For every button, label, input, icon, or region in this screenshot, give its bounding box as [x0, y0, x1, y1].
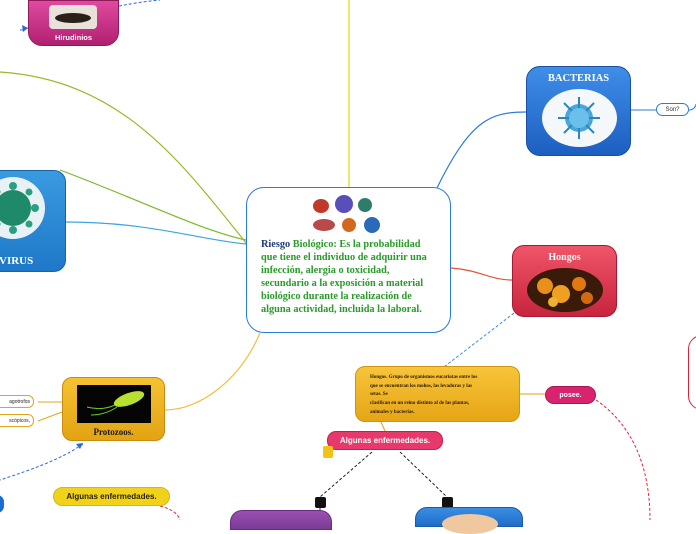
- hongos-desc-line: clasifican en un reino distinto al de la…: [370, 401, 470, 407]
- bottom-blue-node[interactable]: [415, 507, 523, 534]
- virus-node[interactable]: VIRUS: [0, 170, 66, 272]
- hongos-title: Hongos: [548, 252, 581, 263]
- microscopicos-label[interactable]: scópicos,: [0, 414, 34, 427]
- virus-title: VIRUS: [0, 255, 34, 267]
- right-edge-node[interactable]: [688, 335, 696, 410]
- hongos-desc-line: Hongos. Grupo de organismos eucariotas e…: [370, 375, 478, 380]
- fungi-image: [527, 268, 603, 312]
- hirudinios-node[interactable]: Hirudinios: [28, 0, 119, 46]
- protozoos-title: Protozoos.: [93, 427, 134, 437]
- fagotrofos-label[interactable]: agotrofos: [0, 395, 34, 408]
- hongos-node[interactable]: Hongos: [512, 245, 617, 317]
- central-keyword: Riesgo: [261, 239, 291, 250]
- hongos-diseases-label[interactable]: Algunas enfermedades.: [327, 431, 443, 450]
- hongos-desc-line: setas. Se: [370, 392, 388, 398]
- leech-image: [49, 5, 97, 29]
- son-question-label[interactable]: Son?: [656, 103, 689, 116]
- bacteria-image: [542, 89, 617, 147]
- central-definition: Biológico: Es la probabilidad que tiene …: [261, 239, 427, 315]
- protozoa-image: [77, 385, 151, 423]
- hongos-description-node[interactable]: Hongos. Grupo de organismos eucariotas e…: [355, 366, 520, 422]
- collapse-toggle-icon[interactable]: [442, 497, 453, 508]
- connector-lines: [0, 0, 696, 520]
- bacterias-node[interactable]: BACTERIAS: [526, 66, 631, 156]
- note-icon: [323, 446, 333, 458]
- disease-image: [442, 514, 498, 534]
- bottom-purple-node[interactable]: [230, 510, 332, 530]
- hongos-desc-line: animales y bacterias.: [370, 409, 415, 415]
- bacterias-title: BACTERIAS: [547, 73, 610, 84]
- protozoos-diseases-label[interactable]: Algunas enfermedades.: [53, 487, 170, 506]
- posee-label[interactable]: posee.: [545, 386, 596, 404]
- hirudinios-title: Hirudinios: [54, 33, 93, 42]
- collapse-toggle-icon[interactable]: [315, 497, 326, 508]
- left-edge-node[interactable]: [0, 495, 4, 513]
- virus-image: [0, 177, 45, 239]
- microorganisms-icon: [313, 195, 380, 233]
- protozoos-node[interactable]: Protozoos.: [62, 377, 165, 441]
- hongos-desc-line: que se encuentran los mohos, las levadur…: [370, 383, 473, 389]
- hongos-description-text: Hongos. Grupo de organismos eucariotas e…: [370, 374, 510, 418]
- central-description: Riesgo Biológico: Es la probabilidad que…: [261, 238, 439, 316]
- central-topic-node[interactable]: Riesgo Biológico: Es la probabilidad que…: [246, 187, 451, 333]
